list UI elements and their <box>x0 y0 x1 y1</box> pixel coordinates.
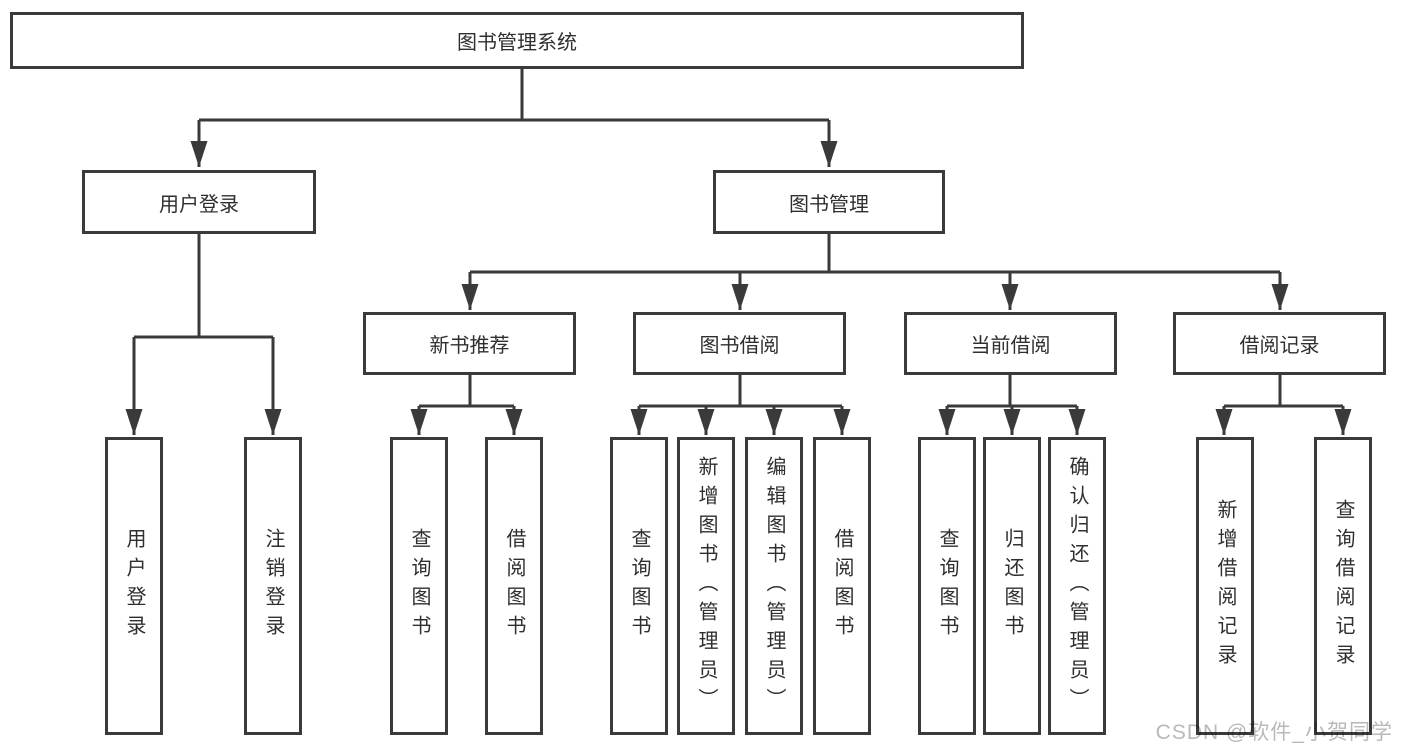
leaf-query-books-recommend: 查询图书 <box>390 437 448 735</box>
node-label: 当前借阅 <box>970 335 1051 357</box>
node-label: 图书借阅 <box>699 335 780 357</box>
node-book-management: 图书管理 <box>713 170 945 234</box>
node-label: 注销登录 <box>262 528 284 644</box>
node-label: 图书管理 <box>789 193 869 216</box>
leaf-query-books-current: 查询图书 <box>918 437 976 735</box>
node-label: 确认归还（管理员） <box>1066 455 1088 717</box>
node-label: 编辑图书（管理员） <box>763 455 785 717</box>
node-new-book-recommendation: 新书推荐 <box>363 312 576 375</box>
node-user-login: 用户登录 <box>82 170 316 234</box>
node-book-borrowing: 图书借阅 <box>633 312 846 375</box>
leaf-add-books-admin: 新增图书（管理员） <box>677 437 735 735</box>
node-label: 查询图书 <box>628 528 650 644</box>
leaf-query-borrow-record: 查询借阅记录 <box>1314 437 1372 735</box>
node-label: 归还图书 <box>1001 528 1023 644</box>
leaf-borrow-books-recommend: 借阅图书 <box>485 437 543 735</box>
leaf-query-books-borrow: 查询图书 <box>610 437 668 735</box>
node-current-borrowing: 当前借阅 <box>904 312 1117 375</box>
leaf-return-books: 归还图书 <box>983 437 1041 735</box>
node-label: 新增图书（管理员） <box>695 455 717 717</box>
node-label: 新增借阅记录 <box>1214 499 1236 673</box>
leaf-borrow-books: 借阅图书 <box>813 437 871 735</box>
node-label: 新书推荐 <box>429 335 510 357</box>
node-label: 查询图书 <box>936 528 958 644</box>
leaf-logout: 注销登录 <box>244 437 302 735</box>
node-label: 图书管理系统 <box>457 32 577 54</box>
node-label: 借阅记录 <box>1239 335 1320 357</box>
csdn-watermark: CSDN @软件_小贺同学 <box>1155 721 1393 744</box>
node-label: 用户登录 <box>123 528 145 644</box>
leaf-edit-books-admin: 编辑图书（管理员） <box>745 437 803 735</box>
node-system-root: 图书管理系统 <box>10 12 1024 69</box>
leaf-confirm-return-admin: 确认归还（管理员） <box>1048 437 1106 735</box>
node-label: 借阅图书 <box>831 528 853 644</box>
node-label: 用户登录 <box>159 193 239 216</box>
node-label: 借阅图书 <box>503 528 525 644</box>
node-label: 查询借阅记录 <box>1332 499 1354 673</box>
leaf-add-borrow-record: 新增借阅记录 <box>1196 437 1254 735</box>
leaf-user-login: 用户登录 <box>105 437 163 735</box>
node-borrowing-records: 借阅记录 <box>1173 312 1386 375</box>
node-label: 查询图书 <box>408 528 430 644</box>
